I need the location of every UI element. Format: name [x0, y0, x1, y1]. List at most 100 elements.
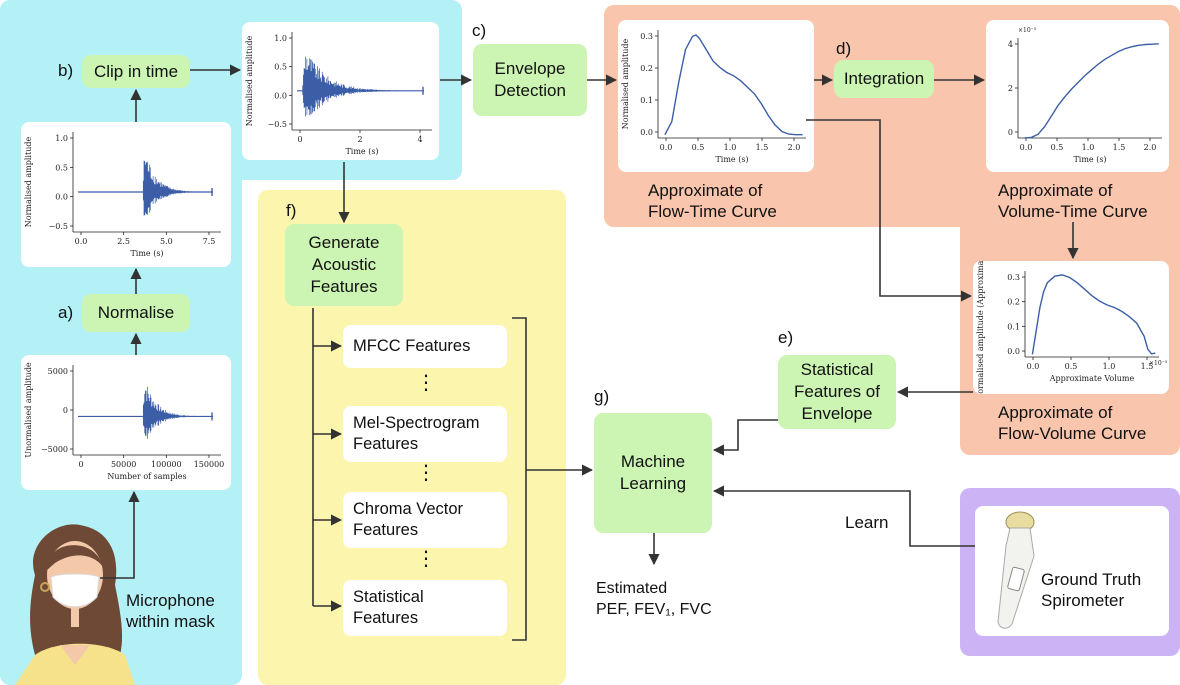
- x-tick-label: 0: [297, 135, 302, 144]
- clip-in-time-step: Clip in time: [82, 55, 190, 88]
- flow-time-caption-2: Flow-Time Curve: [648, 202, 777, 221]
- y-tick-label: 2: [1008, 84, 1013, 93]
- generate-label-3: Features: [310, 277, 378, 296]
- volume-time-caption: Approximate of Volume-Time Curve: [998, 180, 1148, 222]
- generate-label-2: Acoustic: [311, 255, 377, 274]
- y-tick-label: 1.0: [55, 134, 68, 143]
- stat-env-label-3: Envelope: [801, 404, 873, 423]
- y-tick-label: 0.2: [1007, 298, 1020, 307]
- ground-truth-caption: Ground Truth Spirometer: [1041, 569, 1141, 611]
- waveform: [302, 56, 423, 117]
- x-tick-label: 1.0: [724, 143, 737, 152]
- clip-label: Clip in time: [93, 61, 179, 81]
- estimated-caption-1: Estimated: [596, 580, 668, 597]
- y-tick-label: 0.0: [1007, 347, 1020, 356]
- y-axis-label: Normalised amplitude (Approximate Flow): [976, 261, 985, 394]
- vol-time-caption-2: Volume-Time Curve: [998, 202, 1148, 221]
- ellipsis-2: ⋮: [416, 462, 436, 484]
- y-tick-label: 0.0: [55, 193, 68, 202]
- flow-vol-caption-2: Flow-Volume Curve: [998, 424, 1147, 443]
- label-c: c): [472, 21, 487, 40]
- x-tick-label: 150000: [194, 460, 225, 469]
- chroma-label-1: Chroma Vector: [353, 500, 464, 518]
- x-tick-label: 4: [417, 135, 422, 144]
- x-tick-label: 1.0: [1082, 143, 1095, 152]
- y-tick-label: 0.5: [274, 63, 287, 72]
- x-tick-label: 7.5: [203, 237, 216, 246]
- integration-label: Integration: [843, 69, 925, 88]
- y-tick-label: 0.1: [640, 96, 653, 105]
- x-axis-label: Time (s): [130, 249, 163, 258]
- spirometer-icon: [997, 511, 1035, 629]
- y-axis-label: Normalised amplitude: [245, 36, 254, 127]
- x-tick-label: 0.0: [1027, 362, 1040, 371]
- x-tick-label: 0: [78, 460, 83, 469]
- x-tick-label: 50000: [111, 460, 136, 469]
- y-tick-label: 0.5: [55, 163, 68, 172]
- mfcc-features-box: MFCC Features: [343, 325, 507, 368]
- y-tick-label: 1.0: [274, 34, 287, 43]
- ellipsis-3: ⋮: [416, 548, 436, 570]
- x-tick-label: 0.0: [660, 143, 673, 152]
- x-axis-label: Time (s): [1073, 155, 1106, 164]
- stat-env-label-2: Features of: [794, 382, 880, 401]
- label-a: a): [58, 303, 74, 322]
- x-tick-label: 0.5: [1051, 143, 1064, 152]
- chroma-vector-features-box: Chroma Vector Features: [343, 492, 507, 548]
- x-tick-label: 1.0: [1103, 362, 1116, 371]
- estimated-caption-2: PEF, FEV₁, FVC: [596, 601, 712, 618]
- envelope-label-2: Detection: [494, 81, 566, 100]
- generate-label-1: Generate: [308, 233, 380, 252]
- y-tick-label: 0.2: [640, 64, 653, 73]
- gt-caption-1: Ground Truth: [1041, 570, 1142, 589]
- x-tick-label: 2.0: [788, 143, 801, 152]
- y-tick-label: −5000: [41, 445, 68, 454]
- y-tick-label: 0.3: [1007, 273, 1020, 282]
- y-tick-label: 4: [1008, 40, 1013, 49]
- label-e: e): [778, 328, 794, 347]
- y-axis-label: Normalised amplitude: [621, 39, 630, 130]
- x-axis-label: Number of samples: [107, 472, 186, 481]
- chroma-label-2: Features: [353, 521, 419, 539]
- estimated-caption: Estimated PEF, FEV₁, FVC: [596, 578, 712, 620]
- y-tick-label: 0.0: [640, 128, 653, 137]
- waveform: [142, 386, 211, 439]
- generate-features-step: Generate Acoustic Features: [285, 224, 403, 306]
- y-tick-label: 0.3: [640, 32, 653, 41]
- x-tick-label: 0.0: [1020, 143, 1033, 152]
- x-tick-label: 0.5: [1065, 362, 1078, 371]
- x-axis-label: Time (s): [345, 147, 378, 156]
- mic-caption-1: Microphone: [126, 591, 215, 610]
- series-line: [1031, 274, 1156, 355]
- machine-learning-step: Machine Learning: [594, 413, 712, 533]
- x-tick-label: 100000: [151, 460, 182, 469]
- stat-label-1: Statistical: [353, 588, 424, 606]
- mel-label-1: Mel-Spectrogram: [353, 414, 480, 432]
- y-tick-label: 0.1: [1007, 322, 1020, 331]
- x-tick-label: 1.5: [1141, 362, 1154, 371]
- x-axis-label: Approximate Volume: [1049, 374, 1135, 383]
- y-tick-label: −0.5: [49, 222, 68, 231]
- y-tick-label: 0: [63, 406, 68, 415]
- normalise-step: Normalise: [82, 294, 190, 332]
- x-tick-label: 0.0: [75, 237, 88, 246]
- stat-label-2: Features: [353, 609, 419, 627]
- y-axis-label: Normalised amplitude: [24, 137, 33, 228]
- envelope-label-1: Envelope: [494, 59, 566, 78]
- x-axis-label: Time (s): [715, 155, 748, 164]
- axis-offset-label: ×10⁻⁵: [1018, 27, 1037, 34]
- learn-caption: Learn: [845, 513, 889, 532]
- statistical-features-box: Statistical Features: [343, 580, 507, 636]
- y-tick-label: 0.0: [274, 91, 287, 100]
- stat-env-label-1: Statistical: [800, 360, 874, 379]
- series-line: [664, 34, 803, 136]
- arrow-stat-to-ml: [712, 419, 778, 456]
